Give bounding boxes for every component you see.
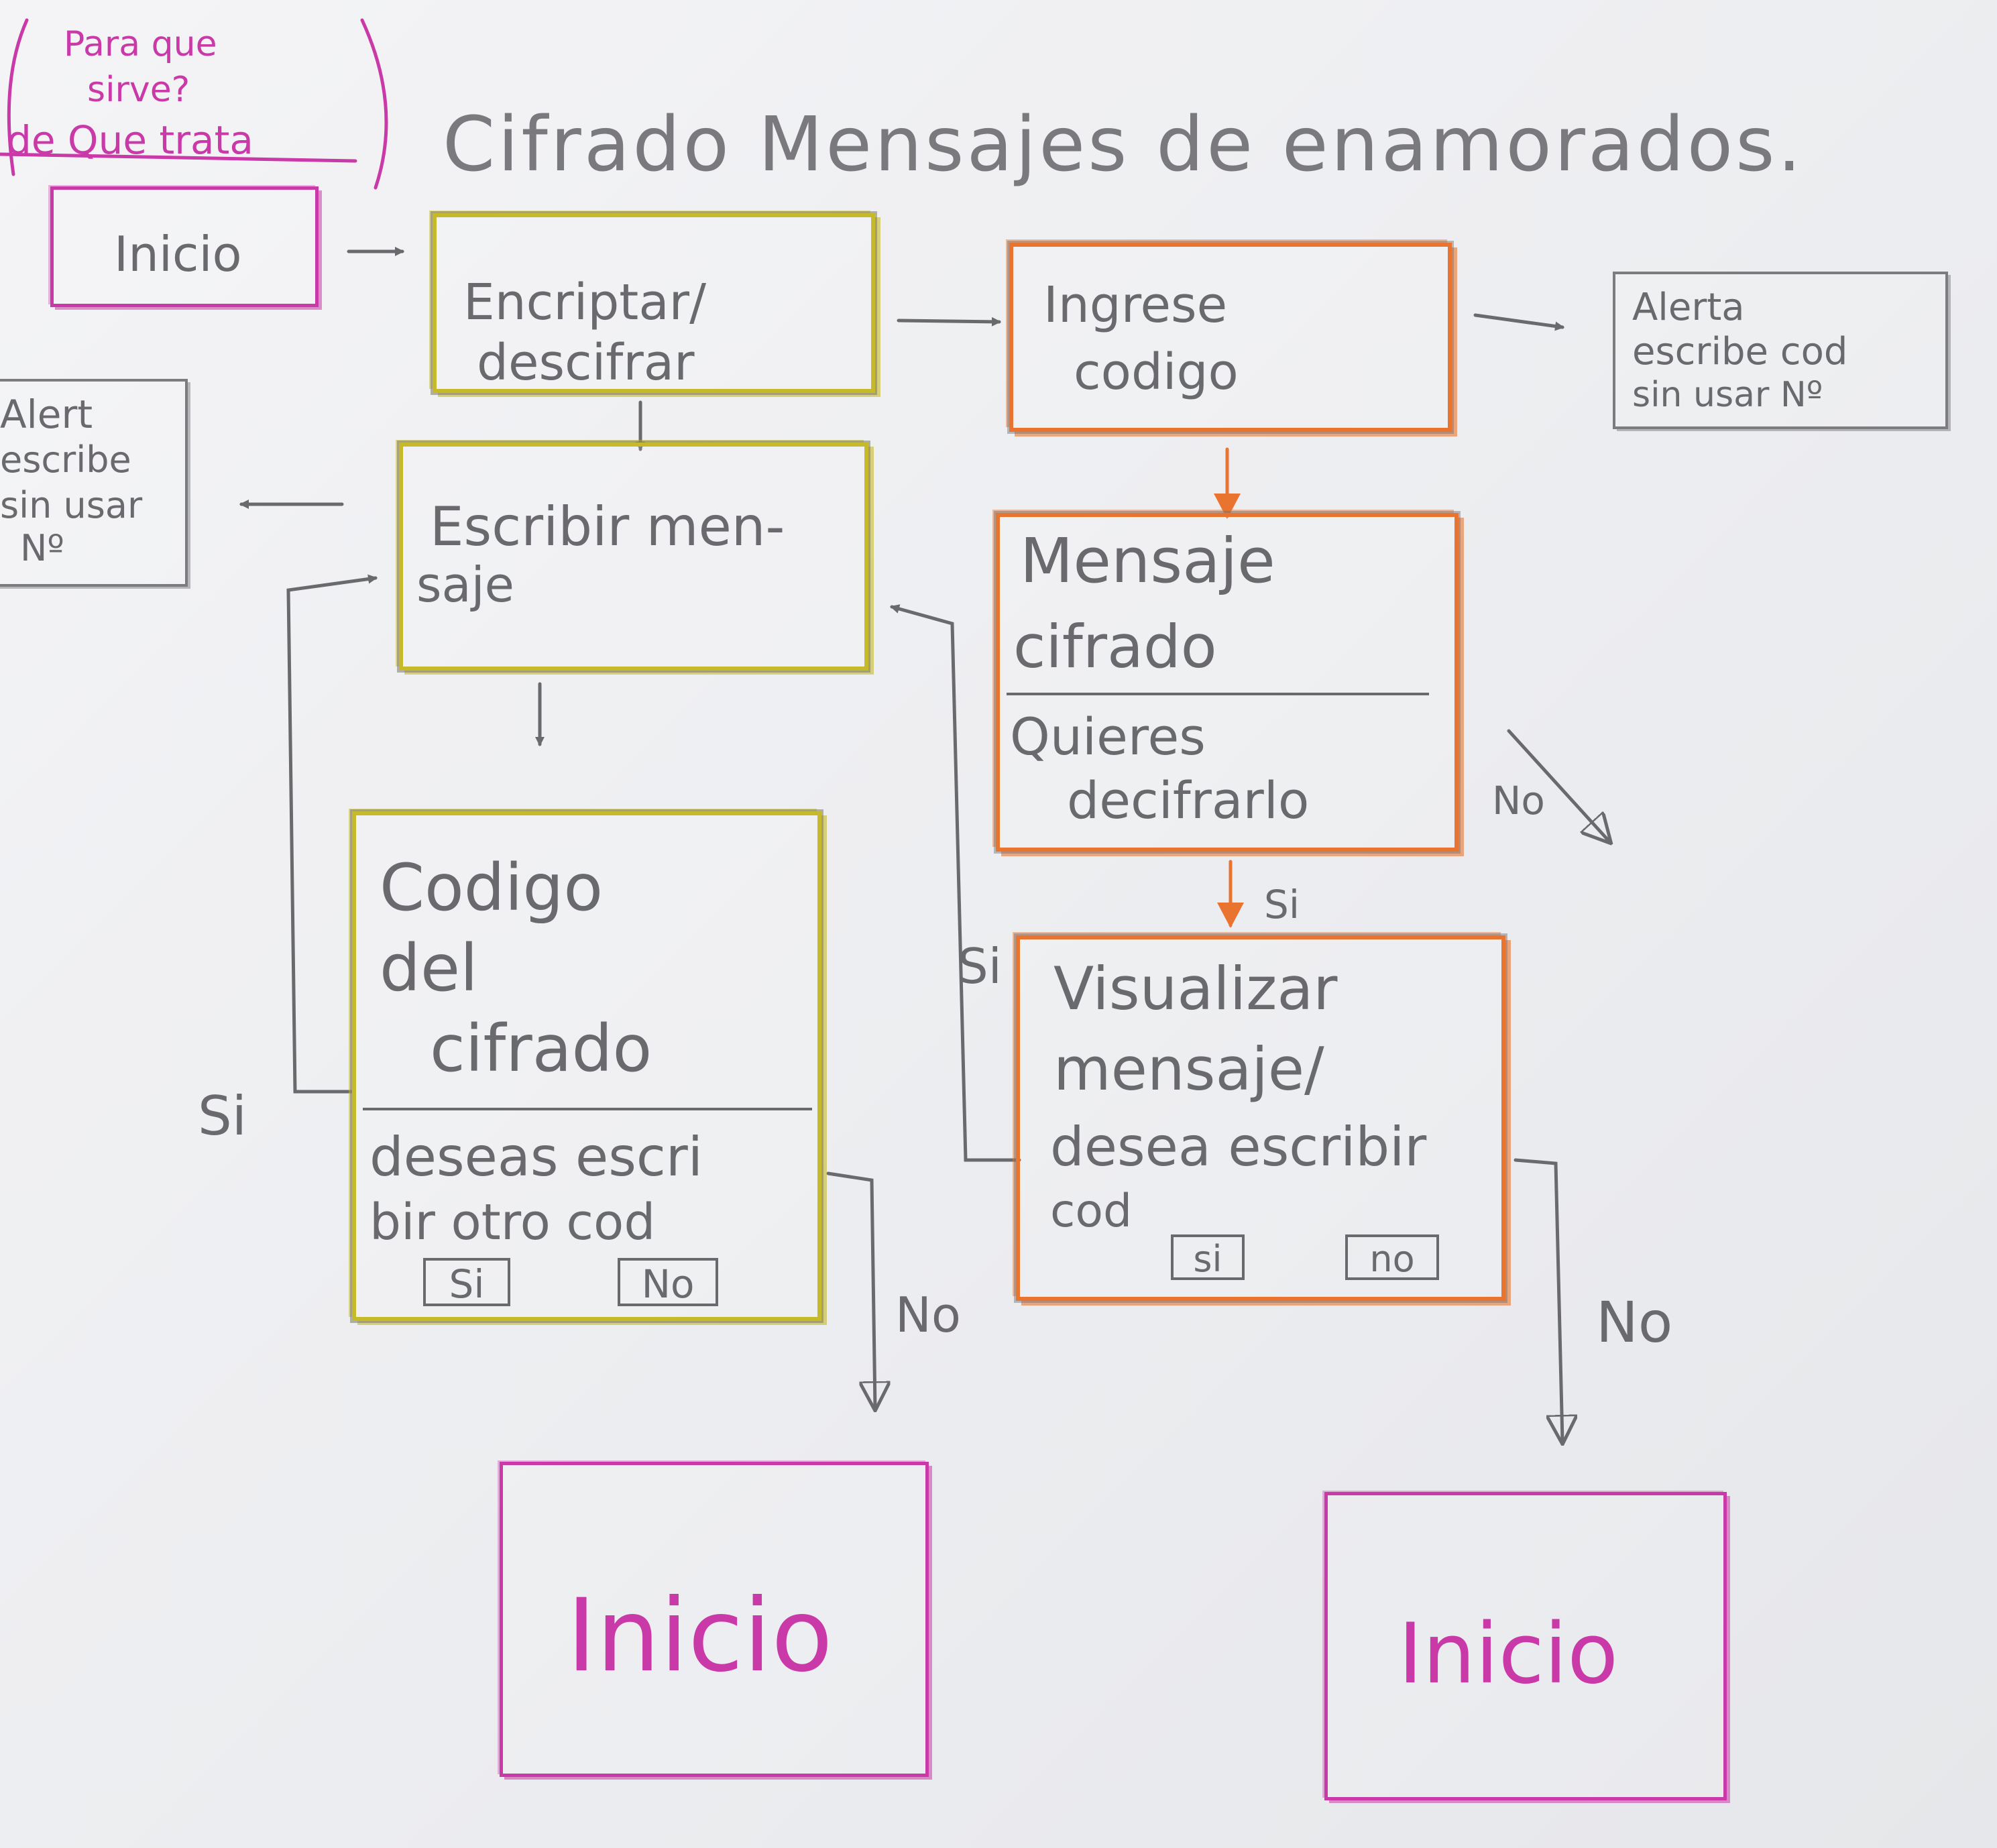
node-escribir-line-1: Escribir men- [430,496,785,558]
codigo-si-option: Si [423,1258,510,1306]
node-mensaje-line-1: Mensaje [1020,525,1275,597]
node-alert-left-line-3: sin usar [0,484,143,526]
node-alerta-line-2: escribe cod [1632,330,1848,373]
node-inicio-top: Inicio [50,186,319,307]
edge-label-si-visualizar: Si [958,938,1002,994]
edge-label-no-visualizar: No [1596,1289,1673,1355]
visualizar-no-option: no [1345,1234,1439,1280]
node-visualizar-line-4: cod [1050,1185,1133,1238]
node-codigo-line-3: cifrado [430,1011,652,1086]
node-ingrese-line-2: codigo [1074,343,1239,401]
node-codigo-line-2: del [380,931,478,1006]
edge-label-no-codigo: No [895,1287,961,1343]
node-mensaje-divider [1007,693,1429,695]
node-encriptar-descifrar: Encriptar/ descifrar [433,213,875,393]
node-visualizar-line-2: mensaje/ [1053,1035,1324,1104]
diagram-title: Cifrado Mensajes de enamorados. [443,101,1805,188]
node-codigo-cifrado: Codigo del cifrado deseas escri bir otro… [352,811,821,1321]
node-codigo-line-1: Codigo [380,850,604,925]
node-encriptar-line-1: Encriptar/ [463,274,707,331]
node-inicio-top-label: Inicio [114,226,242,282]
node-encriptar-line-2: descifrar [477,334,695,392]
edge-label-si-mensaje: Si [1264,882,1300,927]
visualizar-si-option: si [1171,1234,1245,1280]
node-mensaje-line-3: Quieres [1010,707,1206,766]
node-alerta-right: Alerta escribe cod sin usar Nº [1613,272,1948,429]
node-escribir-line-2: saje [416,557,514,613]
node-visualizar-line-3: desea escribir [1050,1116,1427,1178]
node-ingrese-codigo: Ingrese codigo [1009,243,1452,432]
note-line-3: de Que trata [7,117,253,163]
note-line-1: Para que [64,24,217,64]
node-mensaje-line-2: cifrado [1013,612,1217,681]
node-alert-left-line-1: Alert [0,392,93,437]
node-ingrese-line-1: Ingrese [1043,276,1228,334]
node-escribir-mensaje: Escribir men- saje [399,443,868,671]
node-alert-left: Alert escribe sin usar Nº [0,379,188,587]
node-alerta-line-1: Alerta [1632,286,1745,329]
node-alert-left-line-2: escribe [0,439,131,481]
node-inicio-bottom-left-label: Inicio [567,1578,833,1694]
node-inicio-bottom-right: Inicio [1324,1492,1727,1800]
edge-label-no-mensaje: No [1492,778,1545,823]
node-codigo-divider [363,1108,812,1110]
node-codigo-line-5: bir otro cod [369,1194,656,1251]
edge-label-si-codigo: Si [198,1085,247,1147]
node-alerta-line-3: sin usar Nº [1632,375,1823,415]
node-inicio-bottom-left: Inicio [500,1462,929,1777]
node-codigo-line-4: deseas escri [369,1126,703,1188]
node-visualizar-line-1: Visualizar [1053,954,1338,1023]
node-mensaje-cifrado: Mensaje cifrado Quieres decifrarlo [996,513,1459,852]
node-mensaje-line-4: decifrarlo [1067,770,1310,830]
note-line-2: sirve? [87,70,190,110]
node-visualizar-mensaje: Visualizar mensaje/ desea escribir cod s… [1016,935,1505,1301]
node-alert-left-line-4: Nº [20,527,64,569]
node-inicio-bottom-right-label: Inicio [1398,1606,1619,1702]
codigo-no-option: No [618,1258,718,1306]
